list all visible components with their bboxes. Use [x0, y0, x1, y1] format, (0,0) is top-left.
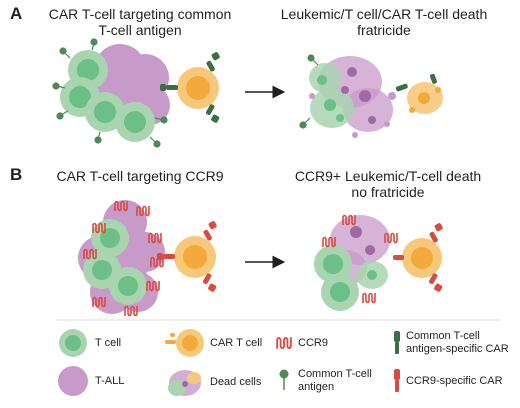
- panel-a-letter: A: [10, 4, 23, 23]
- legend-ccr9-car-icon: [394, 369, 400, 392]
- panel-a-car-t-cell: [160, 52, 220, 123]
- panel-b-right-title: CCR9+ Leukemic/T-cell death no fratricid…: [276, 168, 500, 200]
- legend-common-antigen-line1: Common T-cell: [298, 368, 372, 380]
- panel-a-right-title-line2: fratricide: [357, 22, 411, 39]
- legend-ccr9-car-label: CCR9-specific CAR: [406, 375, 503, 387]
- legend-common-antigen-label: Common T-cell antigen: [298, 368, 372, 393]
- legend-t-all-label: T-ALL: [95, 375, 125, 387]
- legend-dead-cells-label: Dead cells: [210, 376, 262, 388]
- legend-common-antigen-icon: [279, 369, 289, 390]
- panel-a-left-title-line1: CAR T-cell targeting common: [48, 6, 232, 22]
- panel-b-dead-cells: [314, 214, 398, 311]
- panel-a-right-title-line1: Leukemic/T cell/CAR T-cell death: [280, 6, 488, 22]
- panel-b-left-title-line1: CAR T-cell targeting CCR9: [56, 168, 224, 184]
- panel-b-right-title-line1: CCR9+ Leukemic/T-cell death: [294, 168, 482, 184]
- legend-car-t-cell-icon: [165, 329, 204, 357]
- panel-a-left-title-line2: T-cell antigen: [98, 22, 182, 39]
- panel-a-right-title: Leukemic/T cell/CAR T-cell death fratric…: [268, 6, 500, 38]
- legend-car-t-cell-label: CAR T cell: [210, 337, 263, 349]
- legend-t-all-icon: [58, 366, 88, 396]
- panel-a-dead-cells: [299, 54, 443, 138]
- panel-a-left-title: CAR T-cell targeting common T-cell antig…: [40, 6, 240, 38]
- legend-ccr9-label: CCR9: [298, 337, 328, 349]
- legend-common-car-icon: [394, 331, 400, 354]
- legend-common-antigen-line2: antigen: [298, 380, 335, 393]
- legend-common-car-line1: Common T-cell: [406, 330, 480, 342]
- panel-b-letter: B: [10, 165, 23, 184]
- legend-t-cell-label: T cell: [95, 337, 122, 349]
- panel-b-right-title-line2: no fratricide: [351, 184, 425, 201]
- panel-a-target-cell-cluster: [52, 38, 170, 148]
- legend-dead-cells-icon: [168, 370, 201, 396]
- panel-b-car-t-cell: [157, 221, 217, 292]
- panel-b-surviving-car-t-cell: [393, 223, 443, 292]
- panel-b-left-title: CAR T-cell targeting CCR9: [40, 168, 240, 184]
- panel-b-target-cell-cluster: [78, 200, 165, 317]
- legend-ccr9-icon: [276, 336, 292, 350]
- legend-common-car-label: Common T-cell antigen-specific CAR: [406, 330, 509, 355]
- legend-t-cell-icon: [59, 329, 87, 357]
- legend-common-car-line2: antigen-specific CAR: [406, 342, 509, 355]
